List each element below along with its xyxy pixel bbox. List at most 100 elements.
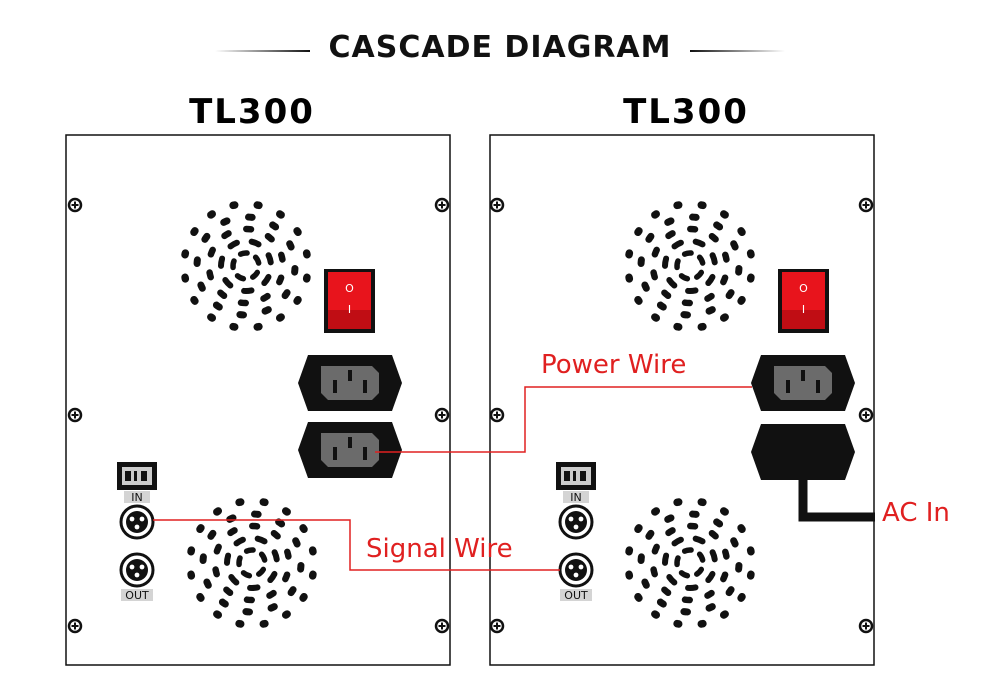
power-wire-line — [375, 386, 752, 453]
fan-slot — [651, 210, 661, 219]
fan-slot — [281, 507, 291, 516]
fan-slot — [237, 250, 250, 257]
fan-slot — [730, 537, 739, 548]
fan-slot — [719, 507, 729, 516]
iec-socket-icon[interactable] — [298, 422, 402, 478]
page-title: CASCADE DIAGRAM — [0, 30, 1000, 65]
xlr-connector-icon[interactable] — [119, 504, 155, 540]
fan-slot — [651, 246, 660, 258]
xlr-connector-icon[interactable] — [119, 552, 155, 588]
fan-slot — [281, 610, 291, 619]
fan-slot — [704, 589, 715, 599]
fan-slot — [270, 529, 281, 540]
fan-slot — [645, 232, 655, 243]
fan-slot — [220, 217, 231, 226]
fan-slot — [671, 536, 684, 547]
fan-slot — [708, 232, 719, 243]
fan-slot — [213, 610, 223, 619]
fan-slot — [256, 566, 267, 577]
fan-slot — [705, 570, 716, 584]
fan-slot — [261, 306, 272, 315]
fan-slot — [218, 255, 226, 269]
fan-slot — [207, 246, 216, 258]
fan-slot — [656, 598, 667, 608]
fan-slot — [719, 210, 729, 219]
fan-slot — [709, 252, 718, 266]
fan-slot — [737, 592, 746, 602]
fan-slot — [271, 549, 280, 563]
fan-slot — [692, 535, 706, 545]
power-wire-label: Power Wire — [541, 350, 687, 380]
fan-grille-icon — [625, 201, 755, 331]
iec-socket-icon[interactable] — [298, 355, 402, 411]
fan-slot — [227, 527, 238, 537]
fan-slot — [681, 547, 694, 554]
fan-slot — [197, 281, 206, 292]
fan-slot — [674, 258, 681, 271]
fan-slot — [694, 566, 705, 577]
fan-slot — [722, 251, 730, 263]
dip-switch-icon[interactable] — [556, 462, 596, 490]
fan-slot — [696, 254, 706, 266]
fan-slot — [207, 529, 217, 540]
title-rule-left — [215, 50, 310, 52]
fan-slot — [651, 313, 661, 322]
fan-slot — [696, 551, 706, 563]
screw-icon — [858, 618, 874, 634]
fan-slot — [275, 518, 286, 528]
fan-slot — [737, 295, 746, 305]
ac-in-cable — [798, 478, 875, 522]
fan-slot — [650, 269, 658, 281]
fan-slot — [722, 548, 730, 560]
fan-slot — [651, 543, 660, 555]
signal-wire-line — [153, 519, 560, 571]
fan-slot — [664, 217, 675, 226]
fan-slot — [709, 549, 718, 563]
fan-slot — [720, 571, 729, 583]
ac-inlet-plug-icon[interactable] — [751, 424, 855, 480]
fan-slot — [661, 586, 672, 597]
iec-socket-icon[interactable] — [751, 355, 855, 411]
screw-icon — [489, 618, 505, 634]
power-switch-icon[interactable]: O I — [778, 269, 829, 333]
fan-slot — [203, 578, 212, 589]
fan-slot — [737, 524, 746, 534]
fan-slot — [218, 598, 229, 608]
fan-slot — [694, 269, 705, 280]
xlr-connector-icon[interactable] — [558, 504, 594, 540]
screw-icon — [67, 407, 83, 423]
switch-mark-on: I — [802, 303, 805, 316]
screw-icon — [67, 618, 83, 634]
fan-slot — [666, 574, 678, 586]
fan-slot — [267, 570, 278, 584]
fan-slot — [713, 221, 724, 231]
fan-slot — [228, 574, 240, 586]
fan-slot — [267, 603, 278, 612]
fan-slot — [207, 210, 217, 219]
port-out-plate — [121, 589, 153, 601]
xlr-connector-icon[interactable] — [558, 552, 594, 588]
power-switch-icon[interactable]: O I — [324, 269, 375, 333]
dip-switch-icon[interactable] — [117, 462, 157, 490]
port-in-label: IN — [570, 491, 581, 504]
fan-slot — [212, 566, 220, 578]
fan-slot — [196, 592, 205, 602]
fan-slot — [269, 221, 280, 231]
fan-slot — [230, 258, 237, 271]
fan-slot — [223, 586, 234, 597]
fan-slot — [662, 255, 670, 269]
title-rule-right — [690, 50, 785, 52]
fan-slot — [250, 269, 261, 280]
fan-slot — [233, 536, 246, 547]
unit-right-model: TL300 — [623, 92, 749, 132]
port-in-plate — [563, 491, 589, 503]
unit-right-panel: O I IN OUT — [489, 134, 875, 666]
fan-slot — [662, 552, 670, 566]
fan-slot — [284, 548, 292, 560]
port-out-label: OUT — [125, 589, 149, 602]
fan-slot — [678, 570, 691, 579]
fan-slot — [224, 552, 232, 566]
fan-slot — [240, 570, 253, 579]
